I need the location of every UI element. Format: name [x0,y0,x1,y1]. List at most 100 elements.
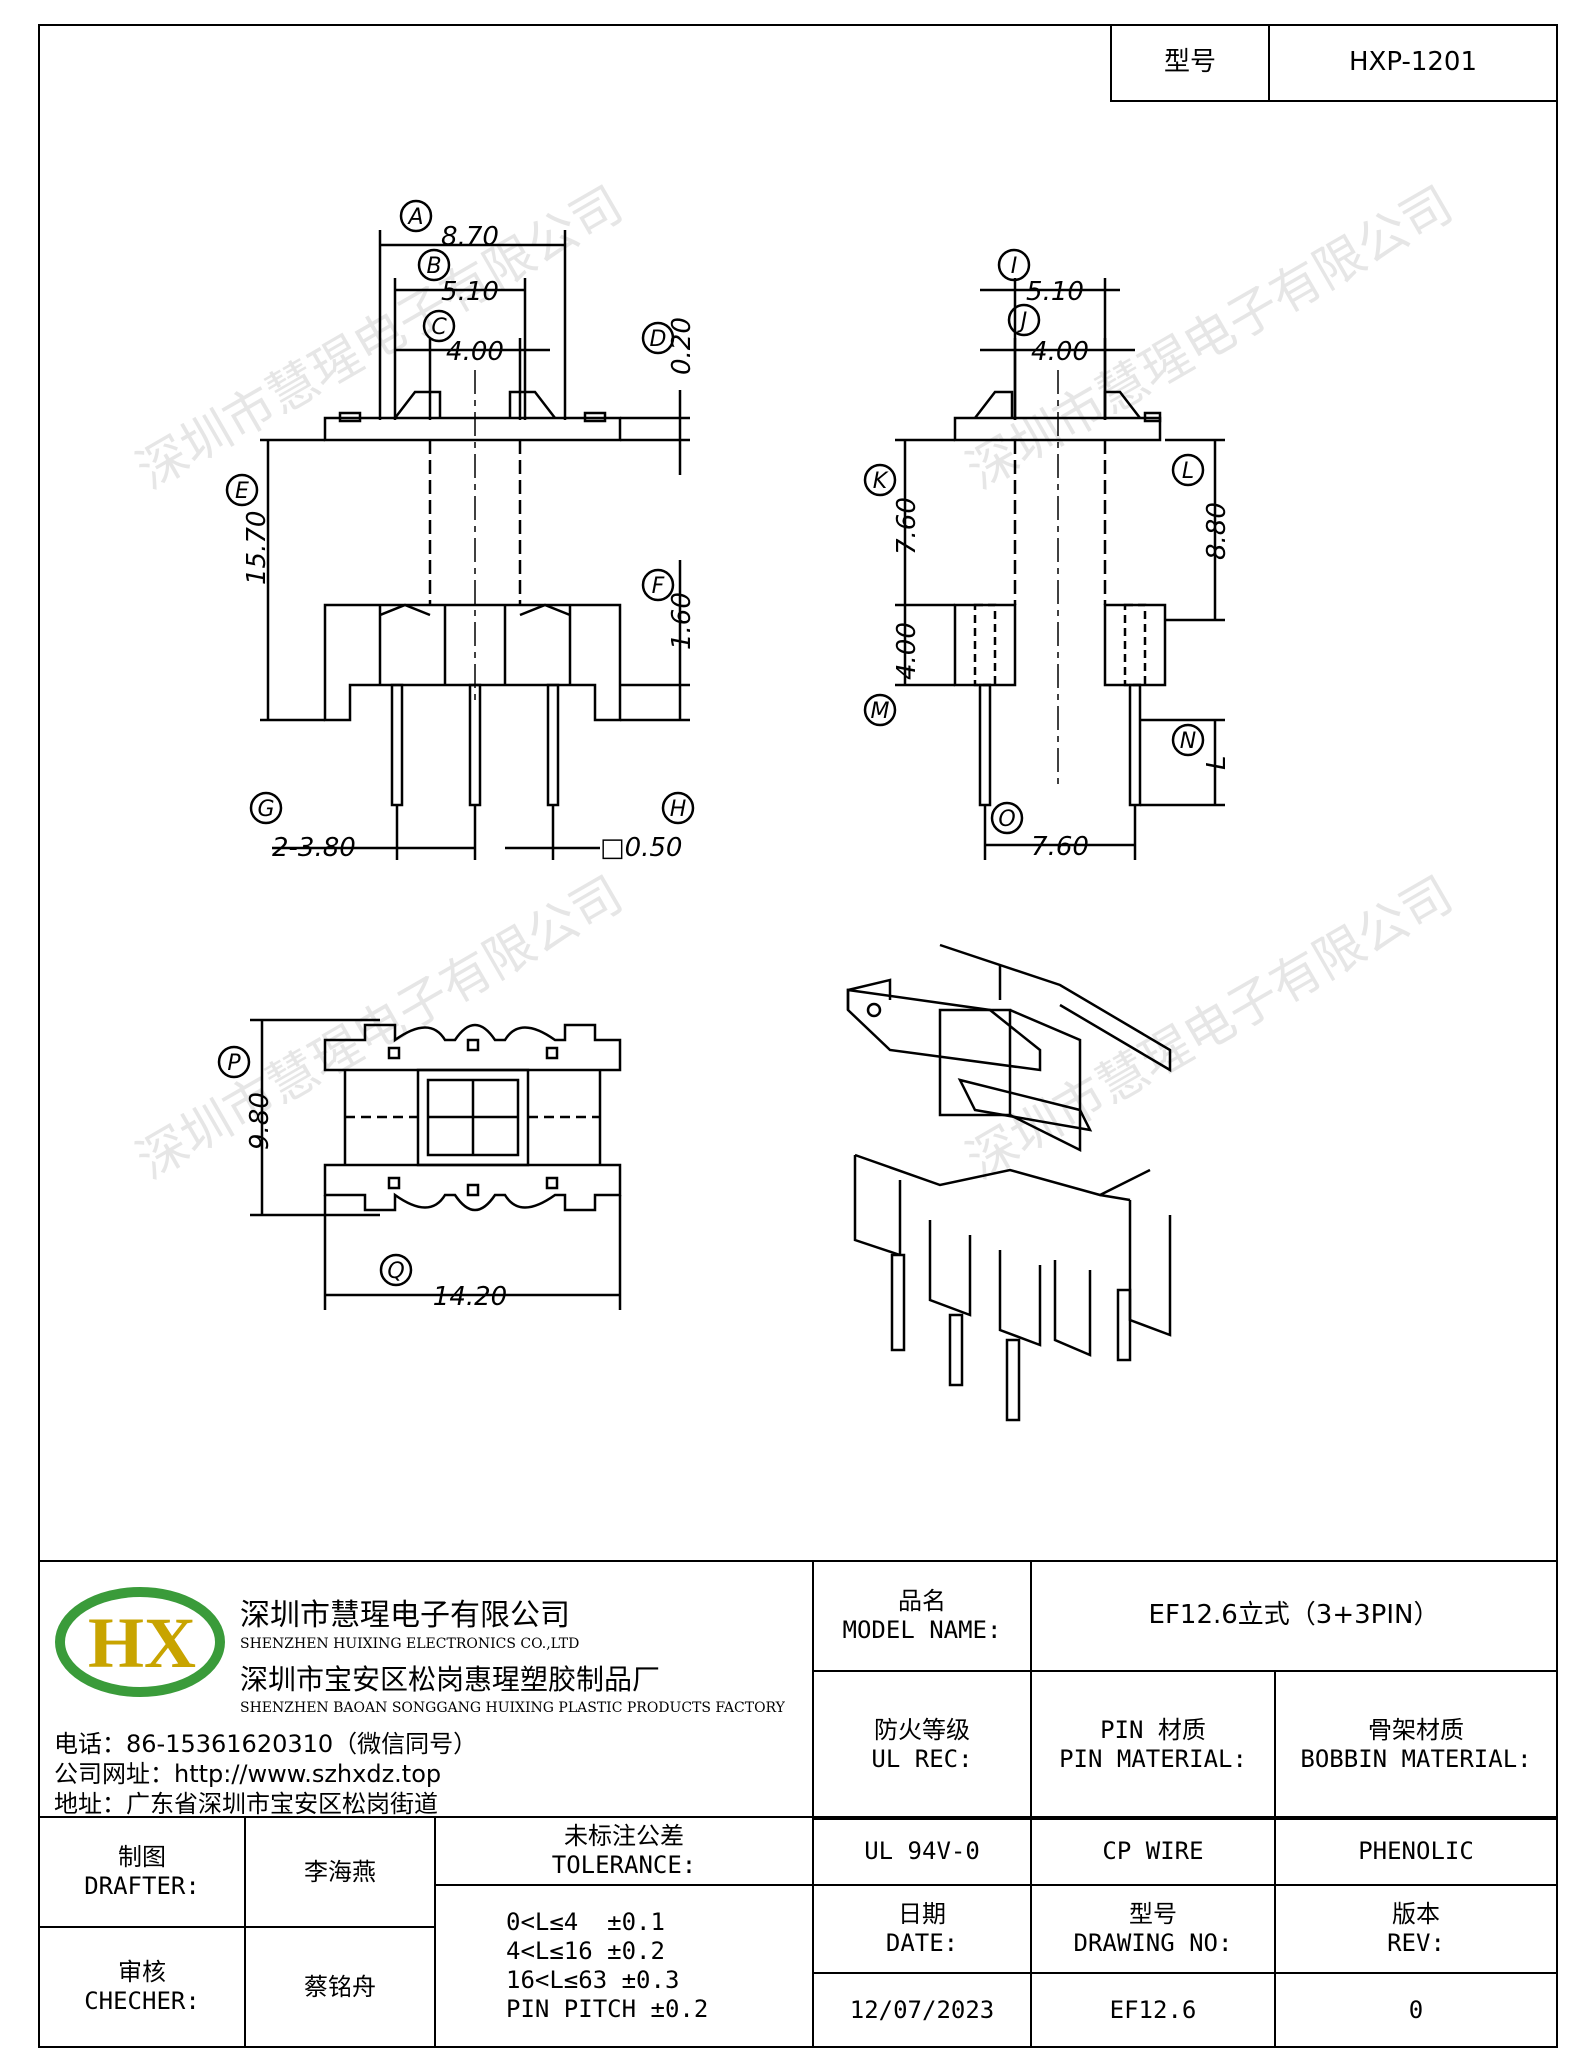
checker-name-cell: 蔡铭舟 [244,1926,436,2048]
date-value: 12/07/2023 [849,1995,995,2024]
technical-drawing: 深圳市慧瑆电子有限公司 深圳市慧瑆电子有限公司 深圳市慧瑆电子有限公司 深圳市慧… [127,175,1462,1422]
company-address: 地址：广东省深圳市宝安区松岗街道 [54,1790,438,1818]
label-E: E [235,479,249,504]
company-logo: HX [55,1587,225,1697]
model-name-label-cell: 品名 MODEL NAME: [812,1560,1032,1672]
label-A: A [406,205,423,230]
rev-cn: 版本 [1392,1900,1440,1929]
dim-J: 4.00 [1031,337,1089,367]
ul-rec-label-cell: 防火等级 UL REC: [812,1670,1032,1820]
bobbin-material-label-cell: 骨架材质 BOBBIN MATERIAL: [1274,1670,1558,1820]
pin-value: CP WIRE [1102,1836,1204,1865]
model-name-value: EF12.6立式（3+3PIN） [1148,1600,1440,1631]
dim-M: 4.00 [892,622,922,680]
date-label-cell: 日期 DATE: [812,1884,1032,1974]
rev-value-cell: 0 [1274,1972,1558,2048]
rev-value: 0 [1408,1995,1424,2024]
dim-K: 7.60 [892,497,922,555]
dim-G: 2-3.80 [272,833,356,863]
label-G: G [257,797,274,822]
tolerance-values-cell: 0<L≤4 ±0.1 4<L≤16 ±0.2 16<L≤63 ±0.3 PIN … [434,1884,814,2048]
tolerance-row-3: 16<L≤63 ±0.3 [506,1966,680,1994]
drawing-no-value: EF12.6 [1109,1995,1197,2024]
dim-H: □0.50 [600,833,682,863]
checker-name: 蔡铭舟 [304,1972,376,2001]
tolerance-row-2: 4<L≤16 ±0.2 [506,1937,665,1966]
header-model-value-cell: HXP-1201 [1268,24,1558,102]
company-name-en: SHENZHEN HUIXING ELECTRONICS CO.,LTD [240,1636,580,1652]
header-model-value: HXP-1201 [1348,47,1478,78]
ul-rec-en: UL REC: [871,1745,973,1773]
drafter-name: 李海燕 [304,1857,376,1886]
drawing-no-en: DRAWING NO: [1073,1929,1233,1957]
tolerance-cn: 未标注公差 [564,1822,684,1851]
watermark-4: 深圳市慧瑆电子有限公司 [957,865,1462,1190]
rev-en: REV: [1387,1929,1445,1957]
tolerance-row-4: PIN PITCH ±0.2 [506,1994,709,2023]
dim-N: L [1202,756,1232,771]
label-P: P [227,1051,241,1076]
label-C: C [431,315,447,340]
date-value-cell: 12/07/2023 [812,1972,1032,2048]
model-name-en: MODEL NAME: [842,1616,1002,1644]
factory-name-en: SHENZHEN BAOAN SONGGANG HUIXING PLASTIC … [240,1700,785,1716]
watermark-3: 深圳市慧瑆电子有限公司 [127,865,632,1190]
label-N: N [1180,729,1196,754]
company-website: 公司网址：http://www.szhxdz.top [54,1760,442,1788]
company-name-cn: 深圳市慧瑆电子有限公司 [240,1598,570,1633]
bobbin-material-cn: 骨架材质 [1368,1716,1464,1745]
checker-label-cell: 审核 CHECHER: [38,1926,246,2048]
pin-value-cell: CP WIRE [1030,1816,1276,1886]
bobbin-material-en: BOBBIN MATERIAL: [1300,1745,1532,1773]
bobbin-value: PHENOLIC [1358,1836,1474,1865]
company-block: HX 深圳市慧瑆电子有限公司 SHENZHEN HUIXING ELECTRON… [38,1560,814,1818]
date-cn: 日期 [898,1900,946,1929]
dim-O: 7.60 [1031,832,1089,862]
dim-D: 0.20 [667,317,697,375]
tolerance-row-1: 0<L≤4 ±0.1 [506,1908,665,1937]
model-name-value-cell: EF12.6立式（3+3PIN） [1030,1560,1558,1672]
drafter-name-cell: 李海燕 [244,1816,436,1928]
label-I: I [1011,254,1018,279]
side-view [863,248,1225,860]
isometric-view [846,943,1172,1422]
label-D: D [650,327,667,352]
dim-Q: 14.20 [433,1282,507,1312]
label-J: J [1017,309,1028,334]
dim-E: 15.70 [242,511,272,585]
pin-material-en: PIN MATERIAL: [1059,1745,1247,1773]
drafter-en: DRAFTER: [84,1872,200,1900]
ul-rec-cn: 防火等级 [874,1716,970,1745]
tolerance-label-cell: 未标注公差 TOLERANCE: [434,1816,814,1886]
header-model-label: 型号 [1163,47,1216,78]
label-K: K [873,469,889,494]
drafter-label-cell: 制图 DRAFTER: [38,1816,246,1928]
drawing-no-label-cell: 型号 DRAWING NO: [1030,1884,1276,1974]
dim-L: 8.80 [1202,502,1232,560]
date-en: DATE: [885,1929,959,1957]
label-F: F [652,574,665,599]
logo-text: HX [88,1603,196,1683]
drafter-cn: 制图 [118,1843,166,1872]
dim-A: 8.70 [441,222,499,252]
label-Q: Q [387,1259,404,1284]
checker-en: CHECHER: [84,1987,200,2015]
checker-cn: 审核 [118,1958,166,1987]
top-view [217,1018,622,1310]
pin-material-cn: PIN 材质 [1100,1716,1206,1745]
ul-value: UL 94V-0 [864,1836,980,1865]
drawing-no-value-cell: EF12.6 [1030,1972,1276,2048]
bobbin-value-cell: PHENOLIC [1274,1816,1558,1886]
ul-value-cell: UL 94V-0 [812,1816,1032,1886]
dim-I: 5.10 [1026,277,1084,307]
dim-C: 4.00 [446,337,504,367]
label-M: M [871,699,890,724]
company-phone: 电话：86-15361620310（微信同号） [54,1730,478,1758]
label-H: H [670,797,687,822]
label-O: O [998,807,1015,832]
dim-B: 5.10 [441,277,499,307]
dim-F: 1.60 [667,592,697,650]
model-name-cn: 品名 [898,1587,946,1616]
label-B: B [426,254,441,279]
drawing-no-cn: 型号 [1129,1900,1177,1929]
